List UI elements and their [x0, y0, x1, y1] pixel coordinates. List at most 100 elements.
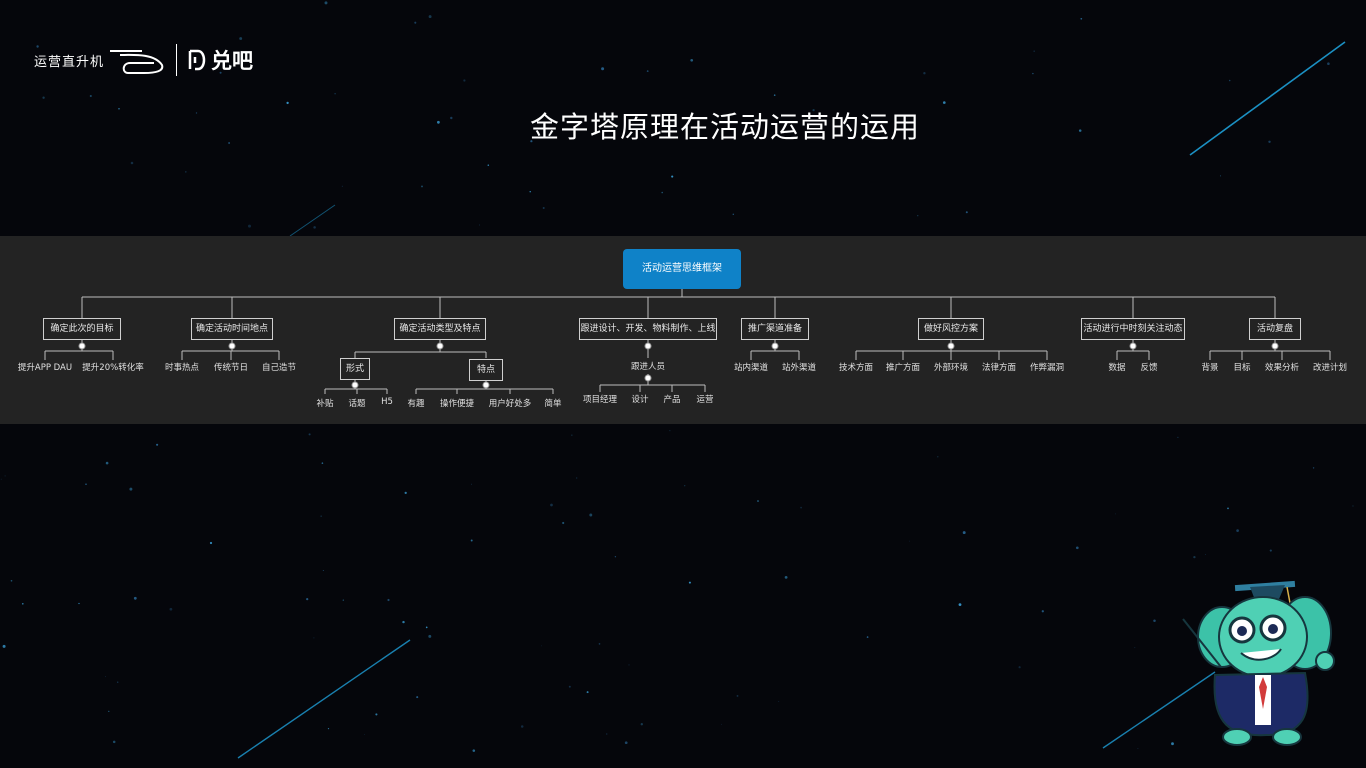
- brand-logo: 运营直升机 兑吧: [34, 40, 253, 80]
- star: [324, 1, 328, 5]
- star: [228, 142, 231, 144]
- star: [520, 725, 524, 728]
- leaf-node: 站外渠道: [781, 363, 817, 373]
- branch-node: 推广渠道准备: [741, 318, 809, 340]
- star: [487, 164, 490, 166]
- star: [1153, 619, 1156, 622]
- sub-branch-node: 形式: [340, 358, 370, 380]
- leaf-node: H5: [381, 397, 393, 407]
- star: [286, 101, 289, 105]
- star: [342, 599, 344, 601]
- star: [1228, 79, 1231, 82]
- collapse-toggle-icon[interactable]: [78, 342, 86, 350]
- collapse-toggle-icon[interactable]: [228, 342, 236, 350]
- star: [116, 681, 119, 683]
- branch-node: 确定活动类型及特点: [394, 318, 486, 340]
- star: [470, 539, 473, 542]
- star: [156, 443, 159, 446]
- light-streak: [289, 204, 336, 237]
- leaf-node: 简单: [544, 399, 562, 409]
- star: [671, 175, 674, 178]
- collapse-toggle-icon[interactable]: [644, 342, 652, 350]
- leaf-node: 产品: [663, 395, 681, 405]
- leaf-node: 传统节日: [213, 363, 249, 373]
- star: [472, 749, 476, 752]
- leaf-node: 设计: [631, 395, 649, 405]
- star: [450, 116, 453, 120]
- star: [105, 676, 106, 678]
- branch-node: 确定活动时间地点: [191, 318, 273, 340]
- star: [470, 483, 472, 485]
- star: [601, 67, 605, 71]
- star: [118, 107, 120, 110]
- leaf-node: 作弊漏洞: [1029, 363, 1065, 373]
- root-node: 活动运营思维框架: [623, 249, 741, 289]
- star: [942, 101, 946, 104]
- star: [958, 603, 962, 606]
- star: [550, 503, 553, 507]
- star: [962, 531, 966, 535]
- star: [322, 570, 324, 572]
- star: [112, 740, 116, 744]
- collapse-toggle-icon[interactable]: [351, 381, 359, 389]
- leaf-node: 自己造节: [261, 363, 297, 373]
- collapse-toggle-icon[interactable]: [947, 342, 955, 350]
- leaf-node: 背景: [1201, 363, 1219, 373]
- star: [169, 607, 173, 611]
- leaf-node: 有趣: [407, 399, 425, 409]
- collapse-toggle-icon[interactable]: [1129, 342, 1137, 350]
- star: [428, 15, 432, 19]
- star: [130, 161, 134, 165]
- star: [1219, 175, 1222, 177]
- star: [778, 701, 780, 703]
- star: [327, 728, 330, 730]
- elephant-mascot-illustration: [1182, 580, 1335, 746]
- star: [105, 461, 109, 465]
- star: [313, 637, 315, 639]
- light-streak: [237, 639, 411, 759]
- page-title: 金字塔原理在活动运营的运用: [529, 110, 920, 144]
- light-streak: [1102, 671, 1216, 749]
- star: [313, 226, 316, 229]
- star: [1236, 529, 1239, 532]
- star: [1327, 62, 1330, 65]
- collapse-toggle-icon[interactable]: [644, 374, 652, 382]
- star: [334, 93, 336, 95]
- star: [478, 224, 480, 226]
- leaf-node: 运营: [696, 395, 714, 405]
- leaf-node: 跟进人员: [630, 362, 666, 372]
- collapse-toggle-icon[interactable]: [482, 381, 490, 389]
- star: [614, 556, 617, 558]
- star: [1041, 610, 1044, 613]
- star: [917, 215, 919, 217]
- star: [421, 185, 423, 188]
- leaf-node: 外部环境: [933, 363, 969, 373]
- star: [1177, 436, 1179, 439]
- star: [542, 206, 545, 210]
- star: [85, 483, 87, 485]
- branch-node: 做好风控方案: [918, 318, 984, 340]
- star: [684, 485, 686, 487]
- star: [129, 487, 133, 491]
- star: [133, 596, 137, 600]
- star: [320, 515, 322, 517]
- star: [2, 644, 6, 648]
- branch-node: 确定此次的目标: [43, 318, 121, 340]
- helicopter-icon: [110, 50, 164, 74]
- collapse-toggle-icon[interactable]: [771, 342, 779, 350]
- star: [571, 434, 573, 436]
- star: [690, 58, 694, 62]
- star: [306, 597, 309, 601]
- branch-node: 活动复盘: [1249, 318, 1301, 340]
- star: [363, 734, 365, 735]
- star: [428, 634, 432, 638]
- star: [688, 581, 691, 584]
- star: [42, 96, 45, 99]
- collapse-toggle-icon[interactable]: [436, 342, 444, 350]
- collapse-toggle-icon[interactable]: [1271, 342, 1279, 350]
- star: [1269, 549, 1272, 552]
- leaf-node: 技术方面: [838, 363, 874, 373]
- logo-right-text: 兑吧: [211, 49, 254, 73]
- star: [402, 620, 405, 624]
